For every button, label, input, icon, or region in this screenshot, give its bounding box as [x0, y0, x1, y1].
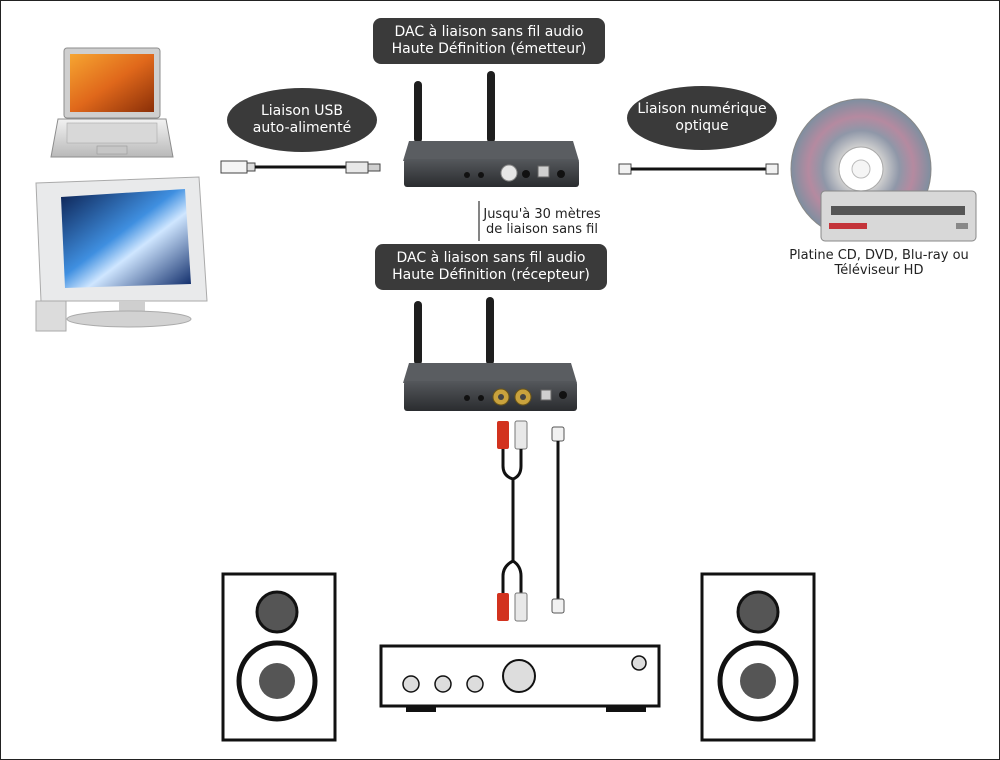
emitter-label-line2: Haute Définition (émetteur) [391, 41, 587, 57]
emitter-label: DAC à liaison sans fil audio Haute Défin… [373, 18, 605, 64]
antenna-icon [486, 297, 494, 365]
optical-label-line1: Liaison numérique [637, 101, 767, 117]
disc-player-icon [820, 190, 977, 242]
usb-label: Liaison USB auto-alimenté [227, 88, 377, 152]
range-caption: Jusqu'à 30 mètres de liaison sans fil [481, 207, 603, 237]
speaker-icon [221, 572, 337, 742]
source-caption-line1: Platine CD, DVD, Blu-ray ou [789, 248, 969, 263]
emitter-label-line1: DAC à liaison sans fil audio [394, 24, 584, 40]
antenna-icon [414, 81, 422, 143]
optical-label: Liaison numérique optique [627, 86, 777, 150]
source-caption: Platine CD, DVD, Blu-ray ou Téléviseur H… [779, 248, 979, 278]
receiver-label-line2: Haute Définition (récepteur) [392, 267, 590, 283]
optical-connector-icon [551, 426, 565, 614]
speaker-icon [700, 572, 816, 742]
source-caption-line2: Téléviseur HD [834, 263, 924, 278]
antenna-icon [487, 71, 495, 143]
range-caption-line1: Jusqu'à 30 mètres [483, 207, 601, 222]
range-caption-line2: de liaison sans fil [486, 222, 598, 237]
dac-receiver-device [403, 297, 577, 411]
optical-label-line2: optique [675, 118, 729, 134]
receiver-label: DAC à liaison sans fil audio Haute Défin… [375, 244, 607, 290]
desktop-monitor-icon [35, 176, 208, 332]
rca-connector-icon [497, 420, 528, 622]
antenna-icon [414, 301, 422, 365]
usb-label-line1: Liaison USB [260, 103, 344, 119]
amplifier-icon [379, 644, 661, 712]
dac-emitter-device [403, 71, 579, 187]
laptop-icon [50, 47, 174, 158]
receiver-label-line1: DAC à liaison sans fil audio [396, 250, 586, 266]
usb-label-line2: auto-alimenté [252, 120, 352, 136]
usb-connector-icon [220, 160, 381, 174]
optical-connector-icon [618, 163, 779, 175]
